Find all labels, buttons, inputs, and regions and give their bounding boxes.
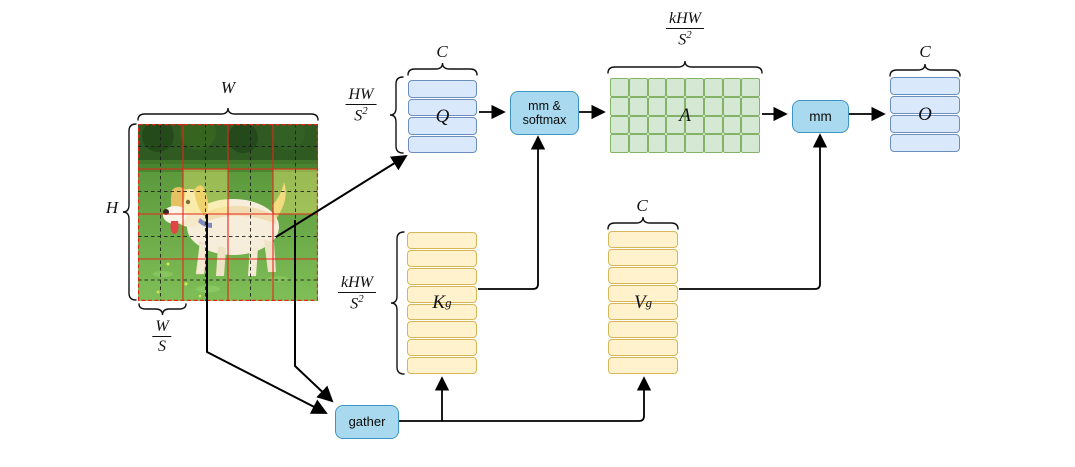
matrix-row — [608, 321, 678, 338]
matrix-row — [703, 96, 723, 116]
image-cell-size-label: W S — [152, 318, 172, 356]
mm-op: mm — [792, 100, 849, 133]
q-rows-label: HW S2 — [345, 86, 377, 125]
matrix-row — [408, 80, 477, 98]
matrix-row — [628, 115, 648, 135]
matrix-row — [685, 96, 704, 116]
arrow-v-to-mm — [679, 133, 828, 290]
matrix-row — [608, 303, 678, 320]
matrix-row — [703, 115, 723, 135]
matrix-row — [628, 134, 648, 153]
brace-image-cell — [138, 303, 187, 316]
brace-q-cols — [407, 62, 478, 76]
image-width-label: W — [220, 78, 236, 97]
brace-q-rows — [389, 76, 404, 154]
matrix-row — [666, 78, 685, 97]
o-label: O — [918, 103, 932, 125]
matrix-row — [608, 357, 678, 374]
dog-photo — [138, 124, 318, 301]
brace-k-rows — [390, 231, 405, 375]
region-grid-lines — [138, 124, 318, 301]
matrix-row — [407, 339, 477, 357]
matrix-row — [407, 303, 477, 321]
matrix-row — [610, 115, 629, 135]
matrix-row — [685, 115, 704, 135]
arrow-k-to-mmsoftmax — [478, 135, 546, 290]
matrix-row — [628, 96, 648, 116]
matrix-row — [610, 78, 629, 97]
matrix-row — [666, 115, 685, 135]
attention-matrix: A — [610, 78, 760, 153]
brace-o-cols — [889, 63, 961, 77]
matrix-row — [407, 249, 477, 267]
o-matrix: O — [890, 77, 960, 152]
matrix-row — [407, 232, 477, 249]
matrix-row — [408, 135, 477, 153]
matrix-row — [407, 285, 477, 303]
matrix-row — [408, 98, 477, 116]
matrix-row — [722, 96, 742, 116]
matrix-row — [647, 78, 667, 97]
a-label: A — [679, 104, 691, 126]
matrix-row — [407, 267, 477, 285]
matrix-row — [408, 117, 477, 135]
mm-label: mm — [809, 108, 832, 124]
mm-softmax-line1: mm & — [528, 98, 561, 113]
matrix-row — [608, 339, 678, 356]
brace-v-cols — [607, 216, 679, 230]
matrix-row — [890, 115, 960, 133]
o-cols-label: C — [919, 42, 931, 61]
matrix-row — [666, 96, 685, 116]
matrix-row — [722, 78, 742, 97]
a-cols-label: kHW S2 — [666, 10, 704, 49]
matrix-row — [741, 96, 760, 116]
matrix-row — [647, 115, 667, 135]
gather-label: gather — [348, 413, 386, 429]
matrix-row — [647, 134, 667, 153]
matrix-row — [610, 96, 629, 116]
gather-op: gather — [335, 405, 399, 439]
matrix-row — [628, 78, 648, 97]
matrix-row — [890, 96, 960, 114]
brace-a-cols — [607, 60, 763, 74]
image-height-label: H — [105, 198, 119, 217]
brace-image-height — [122, 123, 137, 301]
matrix-row — [703, 78, 723, 97]
matrix-row — [685, 78, 704, 97]
matrix-row — [890, 134, 960, 152]
q-cols-label: C — [436, 42, 448, 61]
matrix-row — [890, 77, 960, 95]
matrix-row — [741, 115, 760, 135]
matrix-row — [608, 231, 678, 248]
matrix-row — [407, 357, 477, 374]
matrix-row — [608, 267, 678, 284]
q-matrix: Q — [408, 80, 477, 153]
brace-image-width — [137, 107, 319, 121]
q-label: Q — [435, 105, 450, 127]
matrix-row — [608, 285, 678, 302]
mm-softmax-op: mm & softmax — [510, 91, 579, 135]
k-rows-label: kHW S2 — [338, 274, 376, 313]
v-cols-label: C — [636, 196, 648, 215]
arrow-gather-to-v — [398, 376, 652, 422]
matrix-row — [610, 134, 629, 153]
matrix-row — [407, 321, 477, 339]
matrix-row — [722, 115, 742, 135]
matrix-row — [608, 249, 678, 266]
matrix-row — [741, 78, 760, 97]
input-image — [138, 124, 318, 301]
matrix-row — [647, 96, 667, 116]
mm-softmax-line2: softmax — [522, 113, 567, 127]
